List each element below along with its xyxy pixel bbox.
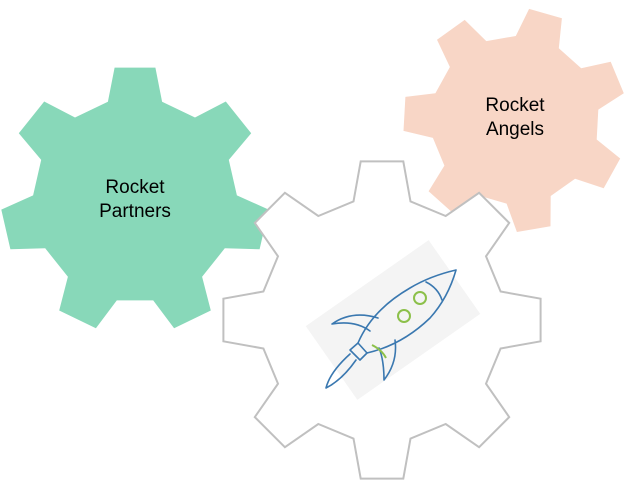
rocket-partners-label: Rocket Partners [65,176,205,224]
rocket-right-fin [378,339,397,381]
rocket-angels-gear [403,8,624,233]
rocket-angels-label-line-2: Angels [485,119,545,140]
rocket-partners-label-line-1: Rocket [105,177,165,198]
rocket-window-lower [397,309,411,323]
rocket-partners-gear [1,67,269,329]
rocket-icon [305,240,481,400]
rocket-window-upper [413,291,427,305]
rocket-fin-accent [371,344,387,359]
rocket-nose-ring [425,281,443,301]
rocket-left-fin [331,314,379,332]
rocket-flame [325,353,357,389]
rocket-angels-label-line-1: Rocket [485,95,545,116]
rocket-body [357,269,457,354]
rocket-partners-label-line-2: Partners [99,201,171,222]
rocket-angels-label: Rocket Angels [455,94,575,142]
rocket-nozzle [349,342,368,361]
rocket-icon-background [305,240,481,400]
